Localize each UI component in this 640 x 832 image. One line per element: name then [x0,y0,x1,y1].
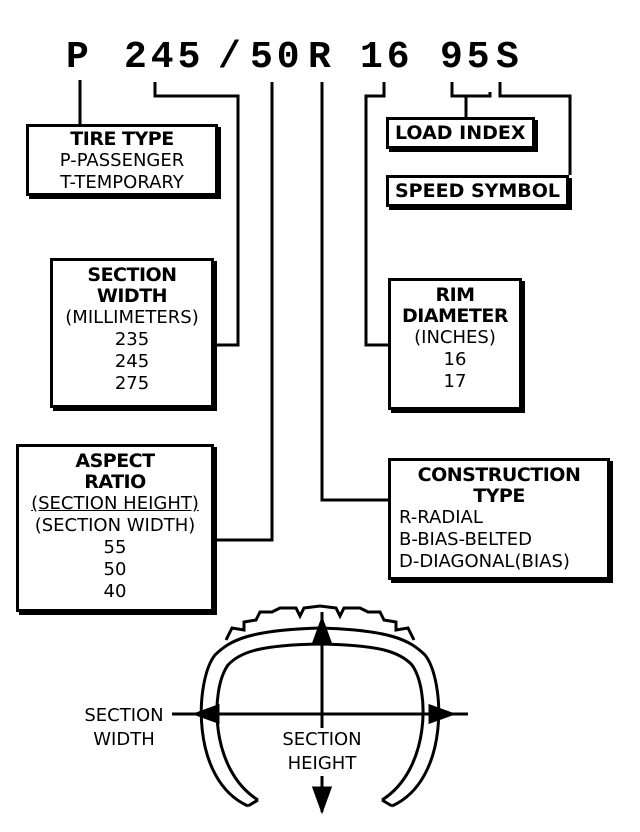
connector-load-index [450,82,492,98]
section-height-label: SECTION HEIGHT [272,728,372,776]
rim-diameter-title: RIM [435,284,475,306]
construction-type-line: R-RADIAL [399,507,483,528]
tire-code-slash: / [218,36,245,79]
connector-aspect-ratio [214,82,274,542]
aspect-ratio-value: 40 [103,581,127,602]
aspect-ratio-title: RATIO [84,471,146,493]
tire-code-s: S [496,36,523,79]
aspect-ratio-value: 55 [103,537,127,558]
construction-type-title: CONSTRUCTION [417,464,581,486]
rim-diameter-box: RIM DIAMETER (INCHES) 16 17 [388,278,522,410]
aspect-ratio-numerator: (SECTION HEIGHT) [31,493,199,514]
section-width-value: 235 [114,329,150,350]
rim-diameter-value: 17 [443,371,467,392]
aspect-ratio-value: 50 [103,559,127,580]
load-index-label: LOAD INDEX [386,117,535,149]
connector-construction-type [320,82,388,502]
connector-speed-symbol [498,82,572,175]
tire-code-50: 50 [250,36,304,79]
tire-type-line: P-PASSENGER [59,150,185,171]
aspect-ratio-title: ASPECT [75,450,155,472]
rim-diameter-unit: (INCHES) [414,327,496,348]
aspect-ratio-box: ASPECT RATIO (SECTION HEIGHT) (SECTION W… [16,444,214,612]
tire-code-r: R [308,36,335,79]
tire-type-line: T-TEMPORARY [60,172,184,193]
section-width-box: SECTION WIDTH (MILLIMETERS) 235 245 275 [50,258,214,408]
tire-code-p: P [66,36,93,79]
section-width-value: 245 [114,351,150,372]
connector-section-width [153,82,240,347]
rim-diameter-value: 16 [443,349,467,370]
section-width-title: WIDTH [96,285,168,307]
section-width-label: SECTION WIDTH [84,705,164,750]
tire-code-95: 95 [440,36,494,79]
construction-type-line: B-BIAS-BELTED [399,529,532,550]
tire-code-245: 245 [124,36,205,79]
section-width-title: SECTION [87,264,177,286]
tire-code-16: 16 [360,36,414,79]
aspect-ratio-denominator: (SECTION WIDTH) [34,515,196,536]
construction-type-box: CONSTRUCTION TYPE R-RADIAL B-BIAS-BELTED… [388,458,610,580]
connector-rim-diameter [364,82,390,347]
rim-diameter-title: DIAMETER [401,305,509,327]
tire-type-title: TIRE TYPE [70,128,174,150]
section-width-unit: (MILLIMETERS) [65,307,199,328]
tire-type-box: TIRE TYPE P-PASSENGER T-TEMPORARY [26,124,218,196]
section-width-value: 275 [114,373,150,394]
speed-symbol-label: SPEED SYMBOL [386,175,570,207]
construction-type-title: TYPE [473,485,525,507]
construction-type-line: D-DIAGONAL(BIAS) [399,551,570,572]
